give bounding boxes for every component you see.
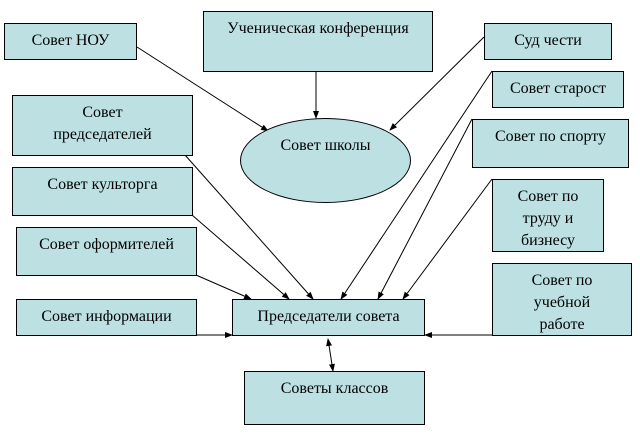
node-sovet-starost: Совет старост xyxy=(492,71,624,108)
node-sovet-inform: Совет информации xyxy=(16,299,197,336)
arrow-sport-to-chairs xyxy=(377,118,473,300)
arrow-nou-to-school xyxy=(136,46,269,132)
arrow-oform-to-chairs xyxy=(195,274,252,300)
arrow-chairs-classes xyxy=(326,338,335,372)
node-sovet-kultorg: Совет культорга xyxy=(12,167,193,216)
node-sovet-trud: Совет по труду и бизнесу xyxy=(492,179,604,252)
node-sud-chesti: Суд чести xyxy=(484,23,612,60)
arrow-trud-to-chairs xyxy=(402,178,493,300)
node-sovet-oform: Совет оформителей xyxy=(16,227,197,276)
node-predsedateli: Председатели совета xyxy=(232,299,425,336)
arrow-kultorg-to-chairs xyxy=(191,214,290,300)
node-sovety-klassov: Советы классов xyxy=(244,371,425,425)
node-conference: Ученическая конференция xyxy=(203,11,433,72)
node-sovet-predsed: Совет председателей xyxy=(12,95,193,156)
node-sovet-nou: Совет НОУ xyxy=(4,23,137,60)
arrow-starost-to-chairs xyxy=(340,70,493,300)
arrow-predsed-to-chairs xyxy=(184,154,314,300)
arrow-court-to-school xyxy=(389,36,485,131)
node-sovet-ucheb: Совет по учебной работе xyxy=(492,263,632,336)
node-sovet-shkoly: Совет школы xyxy=(240,118,411,203)
node-sovet-sport: Совет по спорту xyxy=(472,119,629,168)
